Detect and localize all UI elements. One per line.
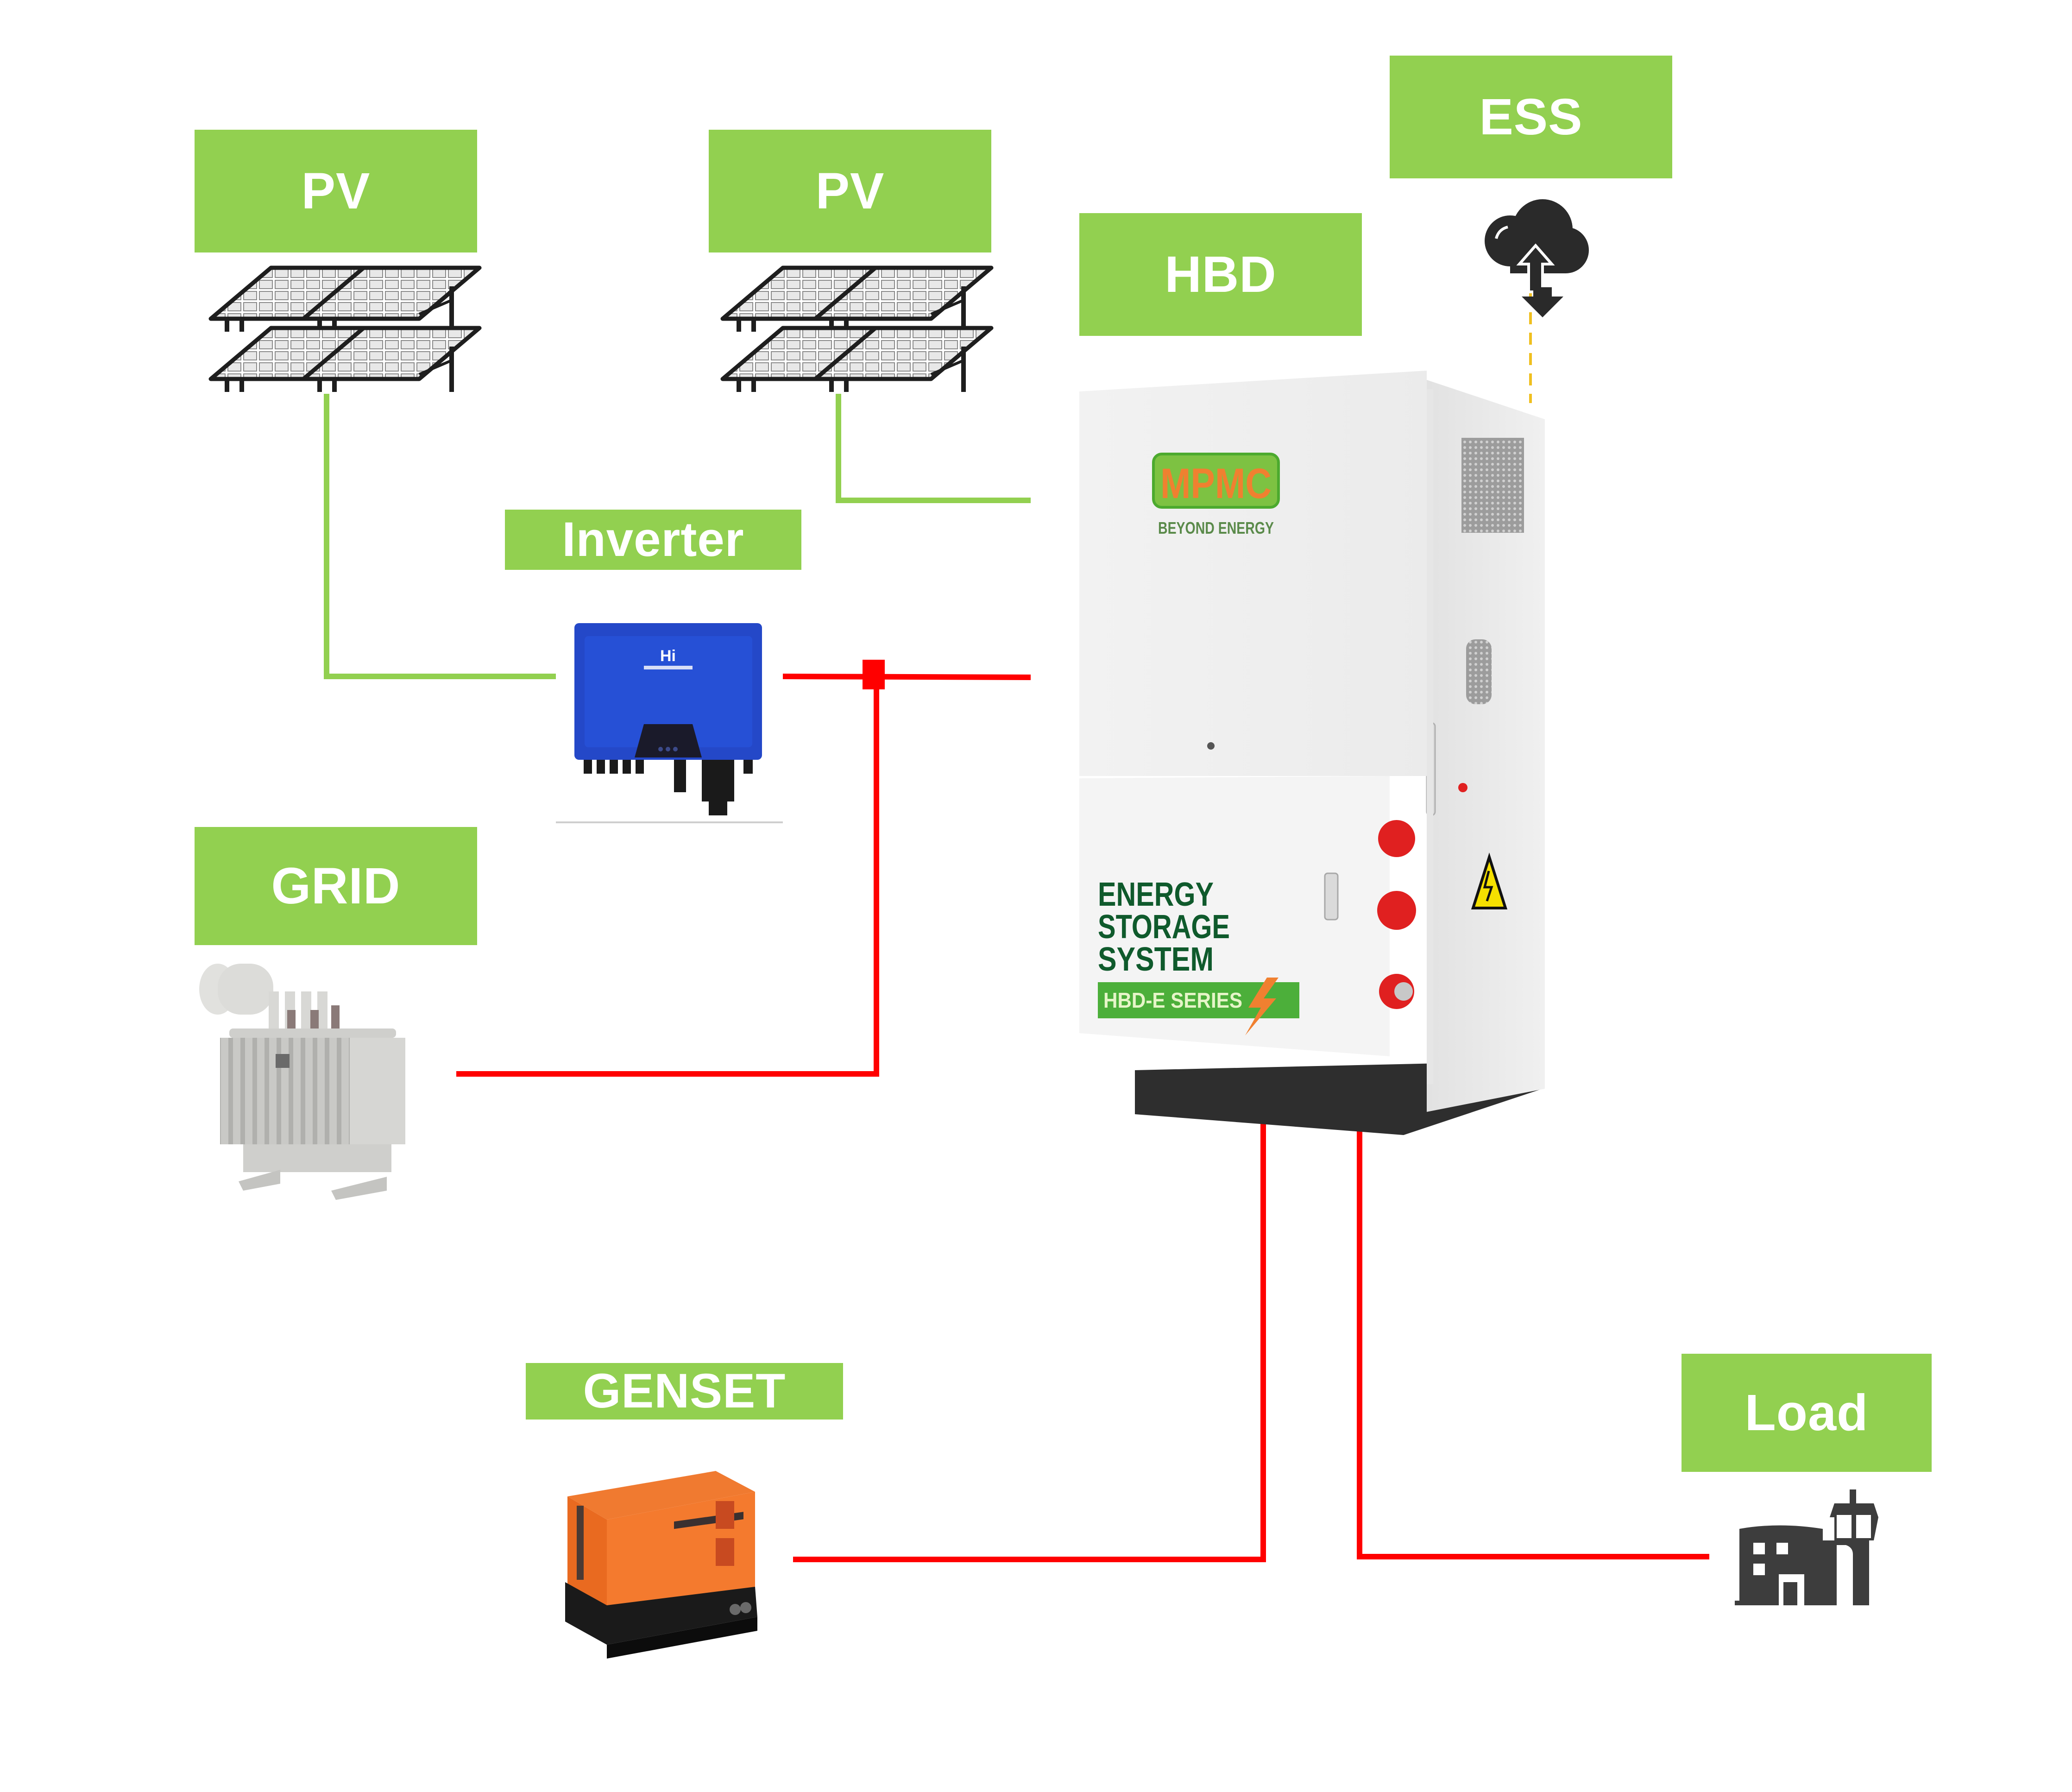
inverter-label-text: Inverter: [562, 512, 744, 567]
pv1-label-text: PV: [301, 163, 371, 220]
cloud-sync-icon: [1485, 199, 1589, 317]
hbd-label: HBD: [1079, 213, 1362, 336]
solar-panel-array-icon: [723, 268, 991, 392]
cabinet-title-line-2: STORAGE: [1098, 909, 1230, 946]
cabinet-title-line-3: SYSTEM: [1098, 941, 1214, 978]
ac-line-inverter-to-hbd: [782, 674, 1031, 680]
transformer-device: [199, 964, 405, 1200]
inverter-device: Hi: [556, 623, 783, 823]
genset-label-text: GENSET: [583, 1364, 786, 1418]
cabinet-brand-text: MPMC: [1160, 460, 1272, 507]
inverter-brand-text: Hi: [660, 647, 676, 665]
ess-label-text: ESS: [1479, 88, 1583, 145]
cabinet-title-line-1: ENERGY: [1098, 876, 1214, 913]
dc-line-pv1-to-inverter: [324, 394, 556, 679]
solar-panel-array-icon: [211, 268, 479, 392]
generator-device: [565, 1471, 757, 1659]
pv2-label: PV: [709, 130, 991, 252]
cabinet-series-text: HBD-E SERIES: [1103, 988, 1242, 1012]
grid-label: GRID: [195, 827, 477, 945]
dc-line-pv2-to-hbd: [836, 394, 1031, 503]
load-label-text: Load: [1745, 1384, 1869, 1441]
connection-lines: [324, 292, 1709, 1562]
cabinet-tagline-text: BEYOND ENERGY: [1158, 518, 1274, 537]
inverter-label: Inverter: [505, 510, 801, 570]
load-label: Load: [1682, 1354, 1932, 1472]
genset-label: GENSET: [526, 1363, 843, 1420]
ac-line-genset-to-hbd: [793, 1103, 1266, 1562]
junction-node: [863, 660, 885, 689]
ess-label: ESS: [1390, 56, 1672, 178]
ac-line-hbd-to-load: [1357, 1114, 1709, 1559]
ac-line-grid-to-junction: [456, 681, 879, 1077]
building-with-tower-icon: [1735, 1489, 1878, 1605]
energy-storage-cabinet: MPMC BEYOND ENERGY ENERGY STORAGE SYSTEM…: [1079, 371, 1545, 1135]
hbd-label-text: HBD: [1165, 246, 1277, 303]
pv1-label: PV: [195, 130, 477, 252]
pv2-label-text: PV: [815, 163, 885, 220]
grid-label-text: GRID: [271, 858, 401, 915]
